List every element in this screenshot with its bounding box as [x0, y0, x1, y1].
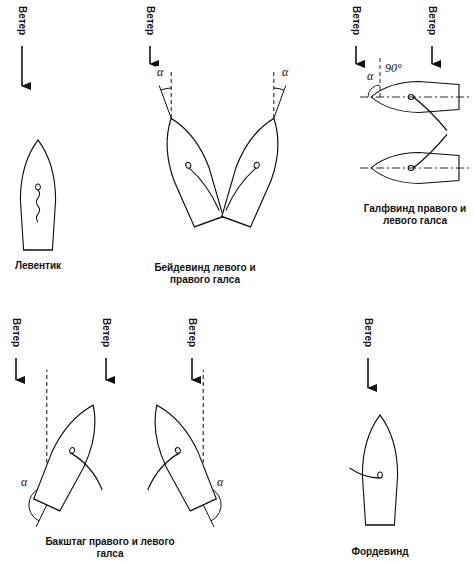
course-caption: Галфвинд правого и левого галса	[360, 203, 470, 227]
angle-label: α	[20, 476, 28, 488]
angle-label: α	[281, 66, 289, 78]
angle-label: α	[216, 476, 224, 488]
course-caption: Левентик	[0, 260, 76, 272]
course-caption: Фордевинд	[335, 546, 425, 558]
angle-label: α	[366, 70, 374, 82]
wind-label: Ветер	[350, 6, 362, 35]
course-caption: Бейдевинд левого и правого галса	[150, 262, 260, 286]
wind-label: Ветер	[186, 318, 198, 347]
angle-label: α	[156, 66, 164, 78]
wind-label: Ветер	[426, 6, 438, 35]
wind-label: Ветер	[100, 318, 112, 347]
wind-label: Ветер	[10, 318, 22, 347]
wind-label: Ветер	[144, 6, 156, 35]
wind-label: Ветер	[362, 318, 374, 347]
wind-label: Ветер	[16, 6, 28, 35]
angle-label: 90°	[384, 62, 403, 74]
course-caption: Бакштаг правого и левого галса	[45, 536, 175, 560]
